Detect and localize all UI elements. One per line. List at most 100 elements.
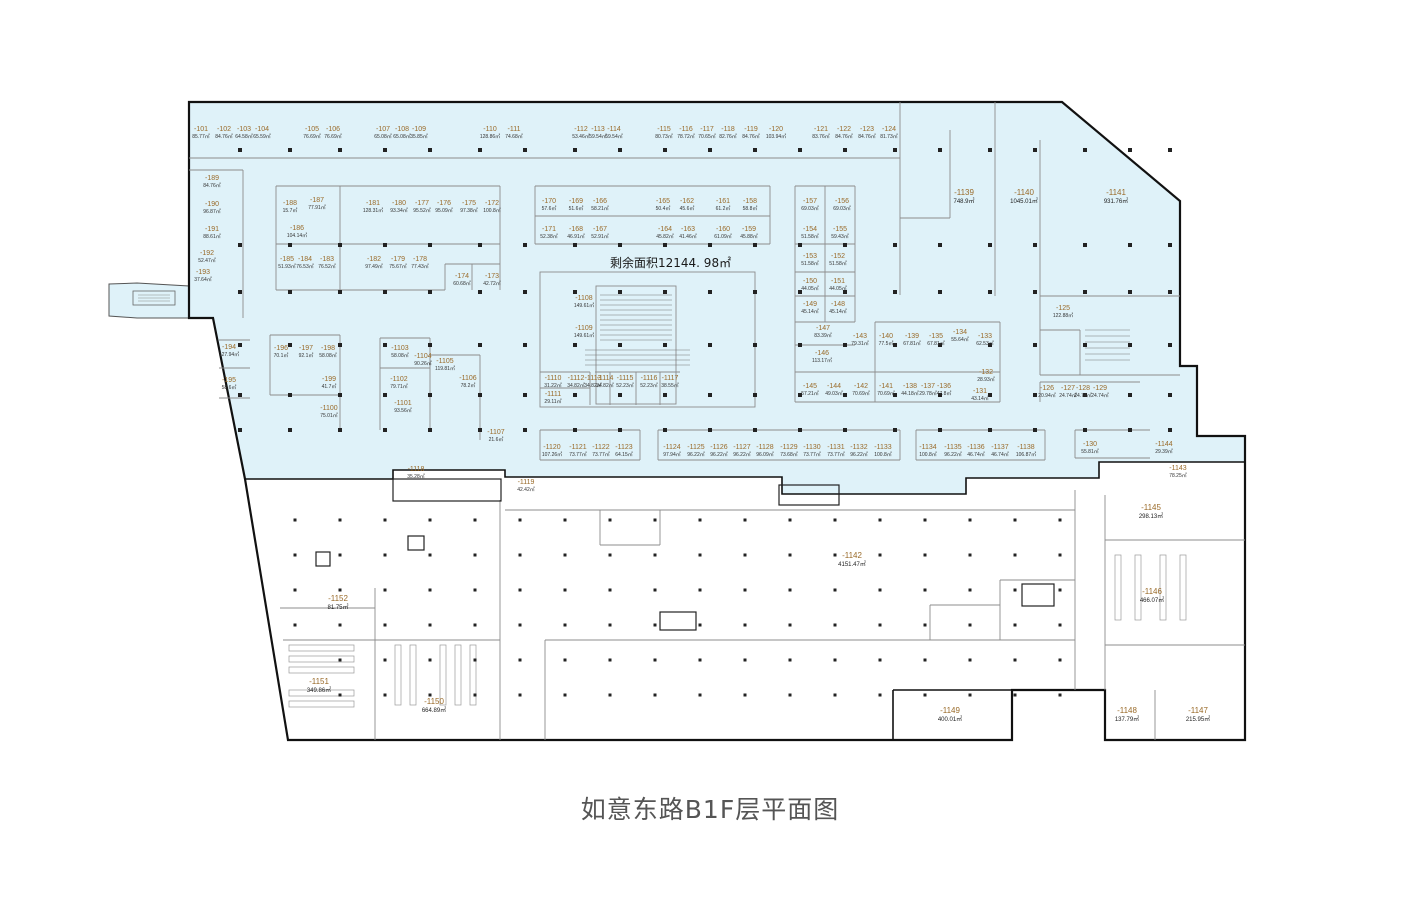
column bbox=[893, 148, 897, 152]
unit-code: -1138 bbox=[1017, 444, 1034, 451]
unit-code: -193 bbox=[196, 269, 210, 276]
column bbox=[428, 693, 432, 697]
column bbox=[698, 658, 702, 662]
column bbox=[608, 658, 612, 662]
unit-area: 55.64㎡ bbox=[951, 336, 969, 343]
unit-code: -1134 bbox=[919, 444, 936, 451]
unit-area: 100.8㎡ bbox=[874, 451, 892, 458]
column bbox=[743, 588, 747, 592]
unit-code: -162 bbox=[680, 198, 694, 205]
unit-code: -175 bbox=[462, 200, 476, 207]
column bbox=[1058, 623, 1062, 627]
unit-area: 97.38㎡ bbox=[460, 207, 478, 214]
unit-code: -131 bbox=[973, 388, 987, 395]
column bbox=[1058, 658, 1062, 662]
unit-code: -133 bbox=[978, 333, 992, 340]
column bbox=[923, 518, 927, 522]
column bbox=[238, 148, 242, 152]
column bbox=[288, 148, 292, 152]
unit-code: -1110 bbox=[545, 375, 562, 382]
unit-area: 76.69㎡ bbox=[324, 133, 342, 140]
column bbox=[1058, 553, 1062, 557]
column bbox=[788, 588, 792, 592]
column bbox=[473, 518, 477, 522]
interior-walls bbox=[189, 102, 1180, 461]
unit-area: 96.22㎡ bbox=[850, 451, 868, 458]
lower-heavy-wall bbox=[892, 689, 1013, 740]
column bbox=[338, 290, 342, 294]
unit-code: -1106 bbox=[459, 375, 476, 382]
unit-code: -1116 bbox=[641, 375, 658, 382]
column bbox=[1168, 148, 1172, 152]
unit-code: -1100 bbox=[320, 405, 337, 412]
unit-area: 43.14㎡ bbox=[971, 395, 989, 402]
unit-code: -1140 bbox=[1014, 188, 1034, 197]
unit-code: -107 bbox=[376, 126, 390, 133]
column bbox=[743, 553, 747, 557]
unit-code: -170 bbox=[542, 198, 556, 205]
column bbox=[1033, 290, 1037, 294]
unit-code: -194 bbox=[222, 344, 236, 351]
unit-code: -108 bbox=[395, 126, 409, 133]
unit-area: 24.74㎡ bbox=[1091, 392, 1109, 399]
unit-area: 128.86㎡ bbox=[480, 133, 500, 140]
unit-area: 79.71㎡ bbox=[390, 383, 408, 390]
unit-area: 35.28㎡ bbox=[407, 473, 425, 480]
column bbox=[833, 693, 837, 697]
column bbox=[743, 623, 747, 627]
unit-code: -115 bbox=[657, 126, 671, 133]
column bbox=[988, 243, 992, 247]
column bbox=[798, 428, 802, 432]
unit-code: -1144 bbox=[1155, 441, 1172, 448]
column bbox=[338, 658, 342, 662]
column bbox=[878, 588, 882, 592]
column bbox=[753, 343, 757, 347]
column bbox=[798, 243, 802, 247]
unit-area: 96.22㎡ bbox=[733, 451, 751, 458]
column bbox=[518, 588, 522, 592]
column bbox=[938, 243, 942, 247]
unit-code: -123 bbox=[860, 126, 874, 133]
unit-area: 42.72㎡ bbox=[483, 280, 501, 287]
column bbox=[238, 243, 242, 247]
column bbox=[1013, 693, 1017, 697]
unit-area: 52.47㎡ bbox=[198, 257, 216, 264]
unit-area: 96.22㎡ bbox=[710, 451, 728, 458]
unit-area: 664.89㎡ bbox=[422, 706, 446, 714]
column bbox=[518, 623, 522, 627]
column bbox=[618, 148, 622, 152]
column bbox=[663, 428, 667, 432]
unit-area: 59.43㎡ bbox=[831, 233, 849, 240]
column bbox=[663, 243, 667, 247]
unit-area: 96.09㎡ bbox=[756, 451, 774, 458]
unit-area: 52.23㎡ bbox=[616, 382, 634, 389]
parking-stalls bbox=[288, 554, 1187, 708]
unit-area: 58.8㎡ bbox=[743, 205, 758, 212]
column bbox=[833, 518, 837, 522]
unit-area: 29.11㎡ bbox=[544, 398, 561, 405]
column bbox=[478, 148, 482, 152]
column bbox=[1083, 148, 1087, 152]
column bbox=[753, 148, 757, 152]
unit-code: -167 bbox=[593, 226, 607, 233]
unit-code: -130 bbox=[1083, 441, 1097, 448]
column bbox=[618, 393, 622, 397]
unit-code: -1113 bbox=[585, 375, 602, 382]
unit-code: -125 bbox=[1056, 305, 1070, 312]
column bbox=[618, 428, 622, 432]
column bbox=[1033, 428, 1037, 432]
unit-code: -121 bbox=[814, 126, 828, 133]
unit-area: 46.74㎡ bbox=[967, 451, 985, 458]
column bbox=[238, 393, 242, 397]
column bbox=[1033, 243, 1037, 247]
unit-area: 64.58㎡ bbox=[235, 133, 253, 140]
unit-code: -157 bbox=[803, 198, 817, 205]
column bbox=[563, 553, 567, 557]
unit-area: 29.78㎡ bbox=[919, 390, 937, 397]
unit-area: 52.38㎡ bbox=[540, 233, 558, 240]
column bbox=[573, 148, 577, 152]
column bbox=[1128, 243, 1132, 247]
unit-area: 122.88㎡ bbox=[1053, 312, 1073, 319]
unit-code: -1142 bbox=[842, 551, 862, 560]
unit-area: 96.22㎡ bbox=[687, 451, 705, 458]
